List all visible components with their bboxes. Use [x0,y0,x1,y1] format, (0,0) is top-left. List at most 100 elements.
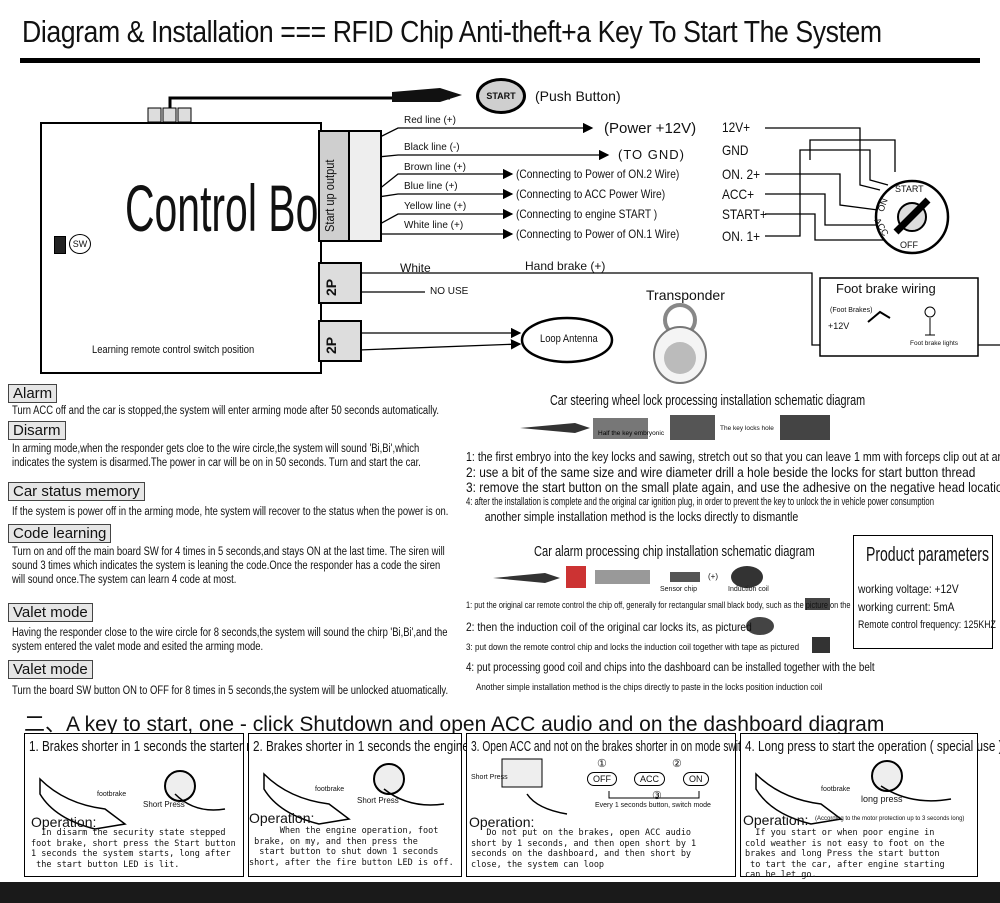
panel-4-title: 4. Long press to start the operation ( s… [745,738,1000,755]
steering-step: 3: remove the start button on the small … [466,479,1000,495]
steering-step: 1: the first embryo into the key locks a… [466,450,1000,464]
panel-3-num-2: ② [672,758,682,770]
panel-2: 2. Brakes shorter in 1 seconds the engin… [248,733,469,877]
section-text-valet-1: Having the responder close to the wire c… [12,626,448,654]
panel-3-title: 3. Open ACC and not on the brakes shorte… [471,738,752,755]
foot-brake-lights: Foot brake lights [910,340,959,347]
push-button-label: (Push Button) [535,88,621,104]
wire-red-label: Red line (+) [404,115,456,126]
section-line: Turn the board SW button ON to OFF for 8… [12,685,449,697]
startup-output-block [318,130,352,242]
section-head-learning: Code learning [8,524,112,543]
chip-plus: (+) [708,572,718,581]
conn-on2: (Connecting to Power of ON.2 Wire) [516,167,680,181]
panel-3-note: Every 1 seconds button, switch mode [595,802,711,809]
title-rule [20,58,980,63]
loop-antenna-coil [520,316,614,364]
sw-switch [54,236,66,254]
panel-4-text: If you start or when poor engine in cold… [745,828,945,880]
learning-note: Learning remote control switch position [92,344,255,356]
section-line: sound 3 times which indicates the system… [12,560,441,572]
section-text-disarm: In arming mode,when the responder gets c… [12,442,421,470]
terminal-start: START+ [722,206,767,222]
terminal-on2: ON. 2+ [722,166,761,182]
panel-3: 3. Open ACC and not on the brakes shorte… [466,733,752,877]
hand-brake-label: Hand brake (+) [525,259,606,273]
steering-title: Car steering wheel lock processing insta… [550,392,866,409]
panel-1: 1. Brakes shorter in 1 seconds the start… [24,733,276,877]
panel-3-op: Operation: [469,814,535,830]
panel-3-num-3: ③ [652,790,662,802]
panel-4-op: Operation: [743,812,809,828]
panel-3-text: Do not put on the brakes, open ACC audio… [471,828,697,870]
panel-2-pedal: footbrake [315,786,345,793]
section-head-disarm: Disarm [8,421,66,440]
connector-2p-a-label: 2P [323,278,339,296]
param-frequency: Remote control frequency: 125KHZ [858,619,996,631]
transponder-label: Transponder [646,287,725,303]
terminal-gnd: GND [722,142,749,158]
terminal-12v: 12V+ [722,119,751,135]
conn-acc: (Connecting to ACC Power Wire) [516,187,666,201]
product-params-box: Product parameters working voltage: +12V… [853,535,996,649]
terminal-acc: ACC+ [722,186,755,202]
chip-title: Car alarm processing chip installation s… [534,543,815,560]
steering-step: 2: use a bit of the same size and wire d… [466,464,976,480]
startup-output-label: Start up output [322,159,337,232]
panel-4-press: long press [861,794,903,804]
output-pins [348,130,382,242]
section-text-learning: Turn on and off the main board SW for 4 … [12,545,445,587]
section-text-memory: If the system is power off in the arming… [12,505,448,519]
chip-step: 1: put the original car remote control t… [466,600,867,610]
foot-brakes-label: (Foot Brakes) [830,307,873,314]
ign-start: START [895,184,924,194]
conn-gnd: (TO GND) [618,147,685,162]
panel-3-illustration [501,758,700,815]
sw-label: SW [69,234,91,254]
panel-2-illustration [263,763,445,825]
panel-3-on: ON [683,772,709,786]
wire-blue-label: Blue line (+) [404,181,458,192]
page-title: Diagram & Installation === RFID Chip Ant… [22,14,882,49]
section-line: In arming mode,when the responder gets c… [12,443,420,455]
push-button: START [476,78,526,114]
section-head-valet-2: Valet mode [8,660,93,679]
param-voltage: working voltage: +12V [858,582,959,596]
panel-1-pedal: footbrake [97,791,127,798]
section-line: will sound once.The system can learn 4 c… [12,574,237,586]
section-line: system entered the valet mode and esited… [12,641,264,653]
panel-3-press: Short Press [471,774,508,781]
chip-step: 3: put down the remote control chip and … [466,642,800,653]
param-current: working current: 5mA [858,600,955,614]
foot-brake-12v: +12V [828,321,850,331]
wire-brown-label: Brown line (+) [404,162,466,173]
no-use-label: NO USE [430,286,469,297]
section-line: If the system is power off in the arming… [12,506,449,518]
bottom-bar [0,882,1000,903]
panel-4: 4. Long press to start the operation ( s… [740,733,1000,880]
panel-4-op-note: (According to the motor protection up to… [815,816,965,822]
hand-brake-white: White [400,261,431,275]
push-button-cable [168,96,450,112]
connector-hand-brake [318,262,362,304]
section-line: indicates the system is disarmed.The pow… [12,457,421,469]
foot-brake-box [819,277,979,357]
wire-black-label: Black line (-) [404,142,460,153]
wire-yellow-label: Yellow line (+) [404,201,467,212]
panel-3-off: OFF [587,772,617,786]
steering-steps: 1: the first embryo into the key locks a… [466,450,1000,525]
panel-2-press: Short Press [357,796,399,805]
wire-white-label: White line (+) [404,220,464,231]
panel-4-pedal: footbrake [821,786,851,793]
section-head-memory: Car status memory [8,482,145,501]
part2-title: 二、A key to start, one - click Shutdown a… [24,713,885,736]
control-box-label: Control Box [125,171,339,245]
panel-3-num-1: ① [597,758,607,770]
foot-brake-title: Foot brake wiring [836,281,936,296]
section-head-valet-1: Valet mode [8,603,93,622]
connector-antenna [318,320,362,362]
panel-1-press: Short Press [143,800,185,809]
panel-1-text: In disarm the security state stepped foo… [31,828,236,870]
section-head-alarm: Alarm [8,384,58,403]
